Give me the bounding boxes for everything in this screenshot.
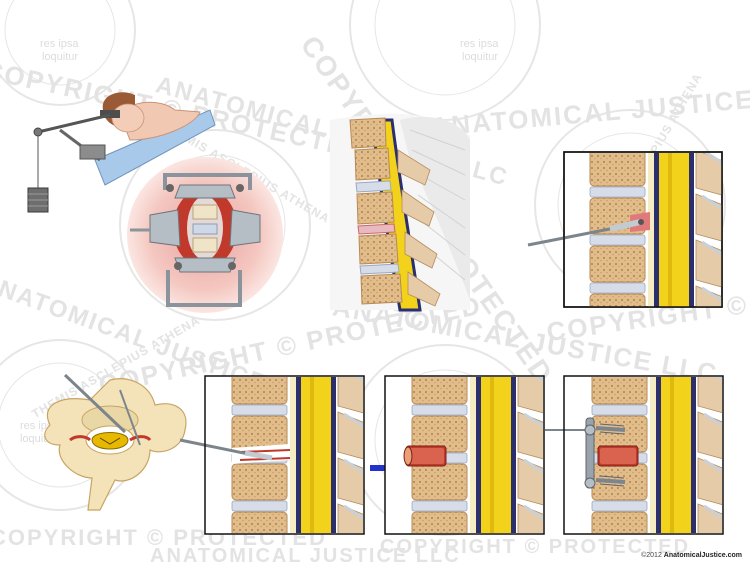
patient-traction-illustration <box>27 92 216 213</box>
watermark-copyright: COPYRIGHT © PROTECTED <box>380 536 691 558</box>
watermark-company: ANATOMICAL JUSTICE LLC <box>150 545 461 567</box>
footer-credit: ©2012 AnatomicalJustice.com <box>641 552 742 559</box>
sagittal-cervical-spine <box>330 113 470 312</box>
watermark-motto-line2: loquitur <box>462 51 499 63</box>
watermark-motto-line2: loquitur <box>42 51 79 63</box>
watermark-motto-line1: res ipsa <box>40 38 79 50</box>
panel-plate-fixation <box>545 375 724 535</box>
footer-year: ©2012 <box>641 552 662 559</box>
surgical-field-retractor <box>127 157 283 313</box>
panel-graft-insertion <box>384 375 545 535</box>
axial-vertebra-view <box>44 373 187 511</box>
footer-brand: AnatomicalJustice.com <box>663 552 742 559</box>
panel-discectomy-tool <box>527 151 723 308</box>
panel-decompression <box>179 375 365 535</box>
watermark-motto-line1: res ipsa <box>460 38 499 50</box>
